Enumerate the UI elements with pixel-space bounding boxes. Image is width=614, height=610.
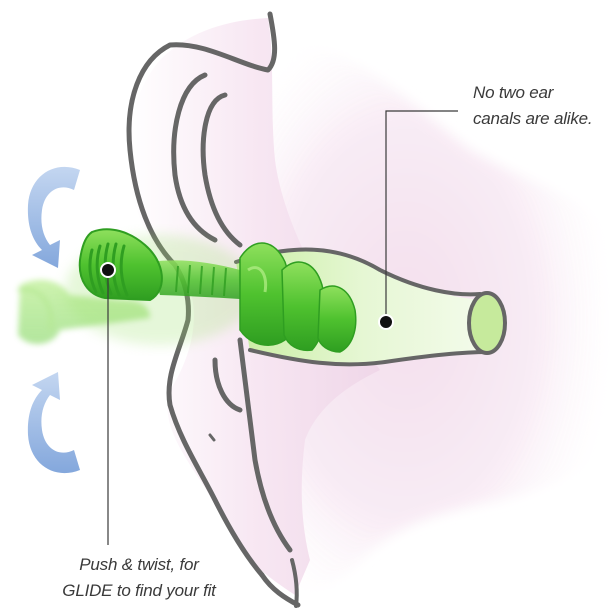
callout-earplug: Push & twist, for GLIDE to find your fit — [44, 552, 234, 604]
callout-ear-canal-line1: No two ear — [473, 80, 592, 106]
callout-ear-canal-line2: canals are alike. — [473, 106, 592, 132]
callout-earplug-line1: Push & twist, for — [44, 552, 234, 578]
callout-earplug-line2: GLIDE to find your fit — [44, 578, 234, 604]
callout-ear-canal: No two ear canals are alike. — [473, 80, 592, 132]
curved-arrow-down-icon — [28, 372, 80, 473]
callout-dot-earplug — [101, 263, 115, 277]
ear-canal-opening — [469, 293, 505, 353]
callout-dot-canal — [379, 315, 393, 329]
curved-arrow-up-icon — [28, 167, 80, 268]
